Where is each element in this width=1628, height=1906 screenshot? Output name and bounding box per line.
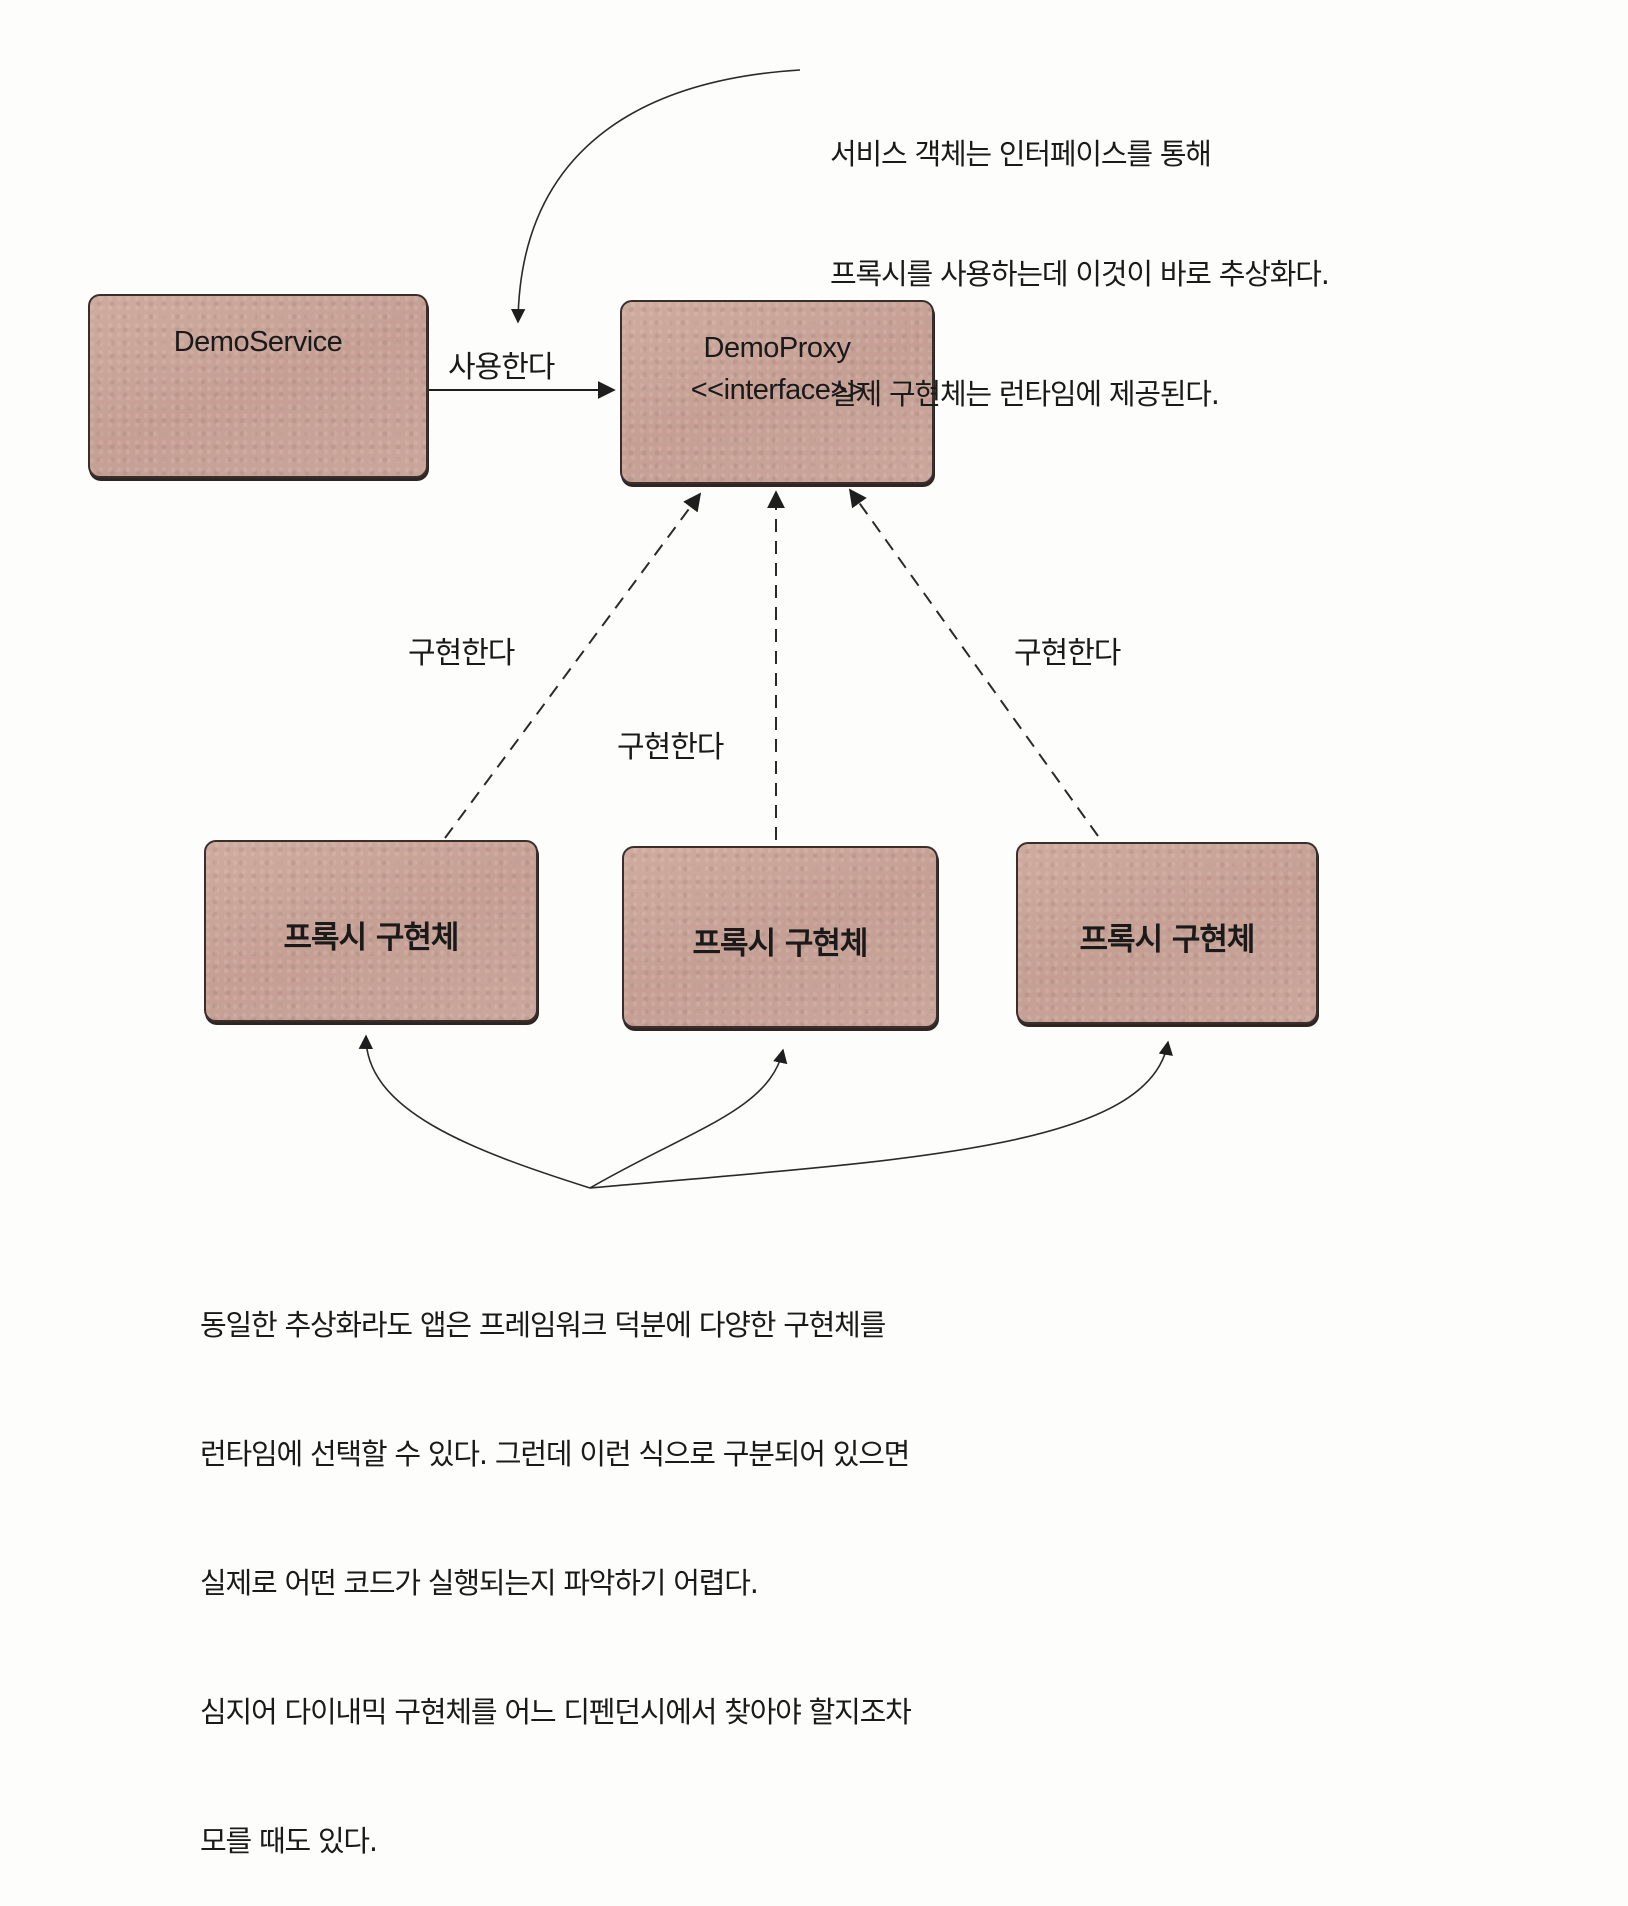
proxy-impl-label-1: 프록시 구현체: [283, 920, 460, 956]
implements-arrow-1: [444, 492, 702, 839]
top-annotation-line: 실제 구현체는 런타임에 제공된다.: [830, 377, 1220, 411]
demo-proxy-node: DemoProxy <<interface>>: [620, 300, 934, 484]
uses-label: 사용한다: [448, 350, 555, 385]
proxy-impl-label-3: 프록시 구현체: [1079, 922, 1256, 958]
demo-service-node: DemoService: [88, 294, 428, 478]
demo-proxy-label: DemoProxy: [703, 332, 852, 364]
bottom-annotation-line: 심지어 다이내믹 구현체를 어느 디펜던시에서 찾아야 할지조차: [200, 1695, 912, 1729]
proxy-impl-label-2: 프록시 구현체: [692, 926, 869, 962]
proxy-impl-node-1: 프록시 구현체: [204, 840, 538, 1022]
bottom-annotation-line: 동일한 추상화라도 앱은 프레임워크 덕분에 다양한 구현체를: [200, 1308, 886, 1342]
top-annotation-line: 프록시를 사용하는데 이것이 바로 추상화다.: [830, 257, 1330, 291]
implements-label-1: 구현한다: [408, 636, 515, 671]
bottom-annotation-line: 모를 때도 있다.: [200, 1824, 378, 1858]
implements-label-3: 구현한다: [1014, 636, 1121, 671]
bottom-callout-arrow-3: [589, 1040, 1173, 1189]
bottom-annotation: 동일한 추상화라도 앱은 프레임워크 덕분에 다양한 구현체를 런타임에 선택할…: [200, 1218, 912, 1906]
demo-proxy-stereotype: <<interface>>: [690, 374, 864, 406]
proxy-impl-node-2: 프록시 구현체: [622, 846, 938, 1028]
top-callout-arrow: [510, 69, 801, 324]
connectors-layer: [358, 69, 1173, 1189]
implements-arrow-3: [848, 488, 1099, 837]
top-annotation: 서비스 객체는 인터페이스를 통해 프록시를 사용하는데 이것이 바로 추상화다…: [830, 54, 1330, 454]
bottom-callout-arrow-2: [589, 1048, 788, 1189]
bottom-callout-arrow-1: [358, 1034, 591, 1189]
bottom-annotation-line: 런타임에 선택할 수 있다. 그런데 이런 식으로 구분되어 있으면: [200, 1437, 910, 1471]
demo-service-label: DemoService: [173, 326, 343, 358]
top-annotation-line: 서비스 객체는 인터페이스를 통해: [830, 137, 1212, 171]
proxy-impl-node-3: 프록시 구현체: [1016, 842, 1318, 1024]
implements-label-2: 구현한다: [617, 730, 724, 765]
bottom-annotation-line: 실제로 어떤 코드가 실행되는지 파악하기 어렵다.: [200, 1566, 759, 1600]
